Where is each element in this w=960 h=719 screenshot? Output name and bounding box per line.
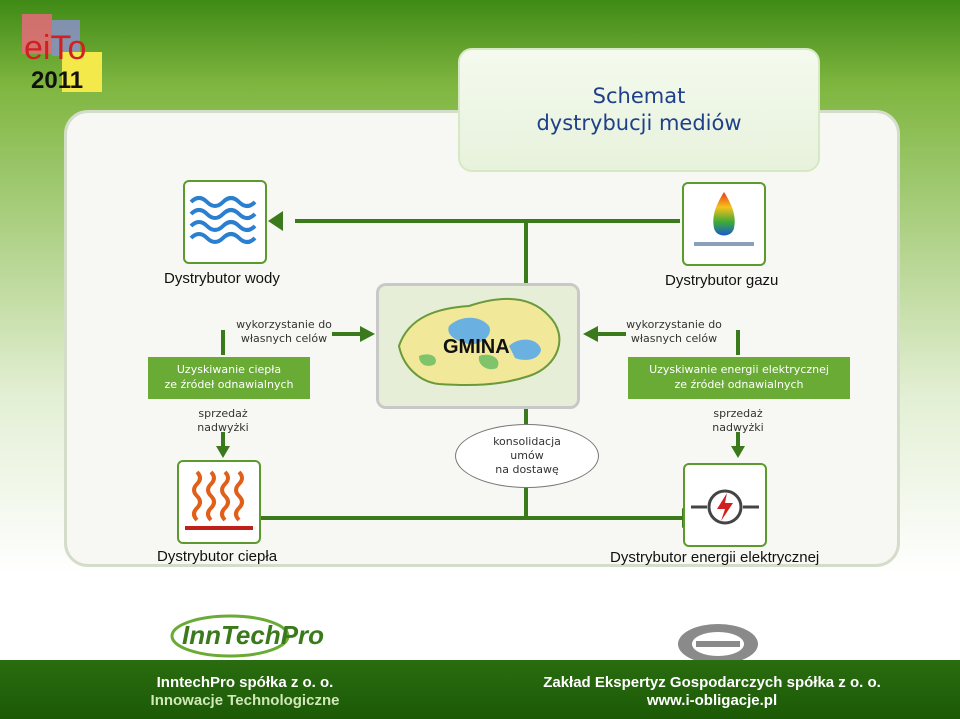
line-water: [295, 219, 528, 283]
power-distributor-node: [683, 463, 767, 547]
heat-distributor-node: [177, 460, 261, 544]
gas-distributor-label: Dystrybutor gazu: [665, 272, 779, 289]
water-distributor-label: Dystrybutor wody: [164, 270, 280, 287]
map-label: GMINA: [443, 336, 510, 358]
eito-logo-text: eiTo: [24, 29, 86, 67]
eito-logo: eiTo 2011: [22, 14, 102, 94]
zeg-logo: [678, 624, 758, 664]
waves-icon: [189, 196, 257, 244]
arrow-own-right: [583, 326, 598, 342]
line-heat: [258, 488, 528, 520]
footer: [0, 660, 960, 719]
water-distributor-node: [183, 180, 267, 264]
title-box: Schemat dystrybucji mediów: [458, 48, 820, 172]
inntechpro-logo-text: InnTechPro: [182, 620, 324, 650]
municipality-map: GMINA: [376, 283, 580, 409]
lightning-icon: [691, 489, 759, 525]
footer-right-company: Zakład Ekspertyz Gospodarczych spółka z …: [543, 674, 881, 691]
gas-distributor-node: [682, 182, 766, 266]
map-icon: [379, 286, 577, 406]
arrow-surplus-right: [731, 446, 745, 458]
eito-logo-year: 2011: [31, 67, 83, 94]
power-distributor-label: Dystrybutor energii elektrycznej: [610, 549, 820, 566]
title-line2: dystrybucji mediów: [536, 111, 742, 135]
heat-distributor-label: Dystrybutor ciepła: [157, 548, 278, 565]
footer-right-url[interactable]: www.i-obligacje.pl: [646, 692, 778, 709]
arrow-own-left: [360, 326, 375, 342]
footer-left-tagline: Innowacje Technologiczne: [150, 692, 340, 709]
inntechpro-logo: InnTechPro: [170, 614, 324, 658]
heat-waves-icon: [185, 470, 253, 530]
arrow-water: [268, 211, 283, 231]
title-line1: Schemat: [592, 84, 686, 108]
footer-left-company: InntechPro spółka z o. o.: [156, 674, 334, 691]
arrow-surplus-left: [216, 446, 230, 458]
gas-flame-icon: [694, 192, 754, 246]
